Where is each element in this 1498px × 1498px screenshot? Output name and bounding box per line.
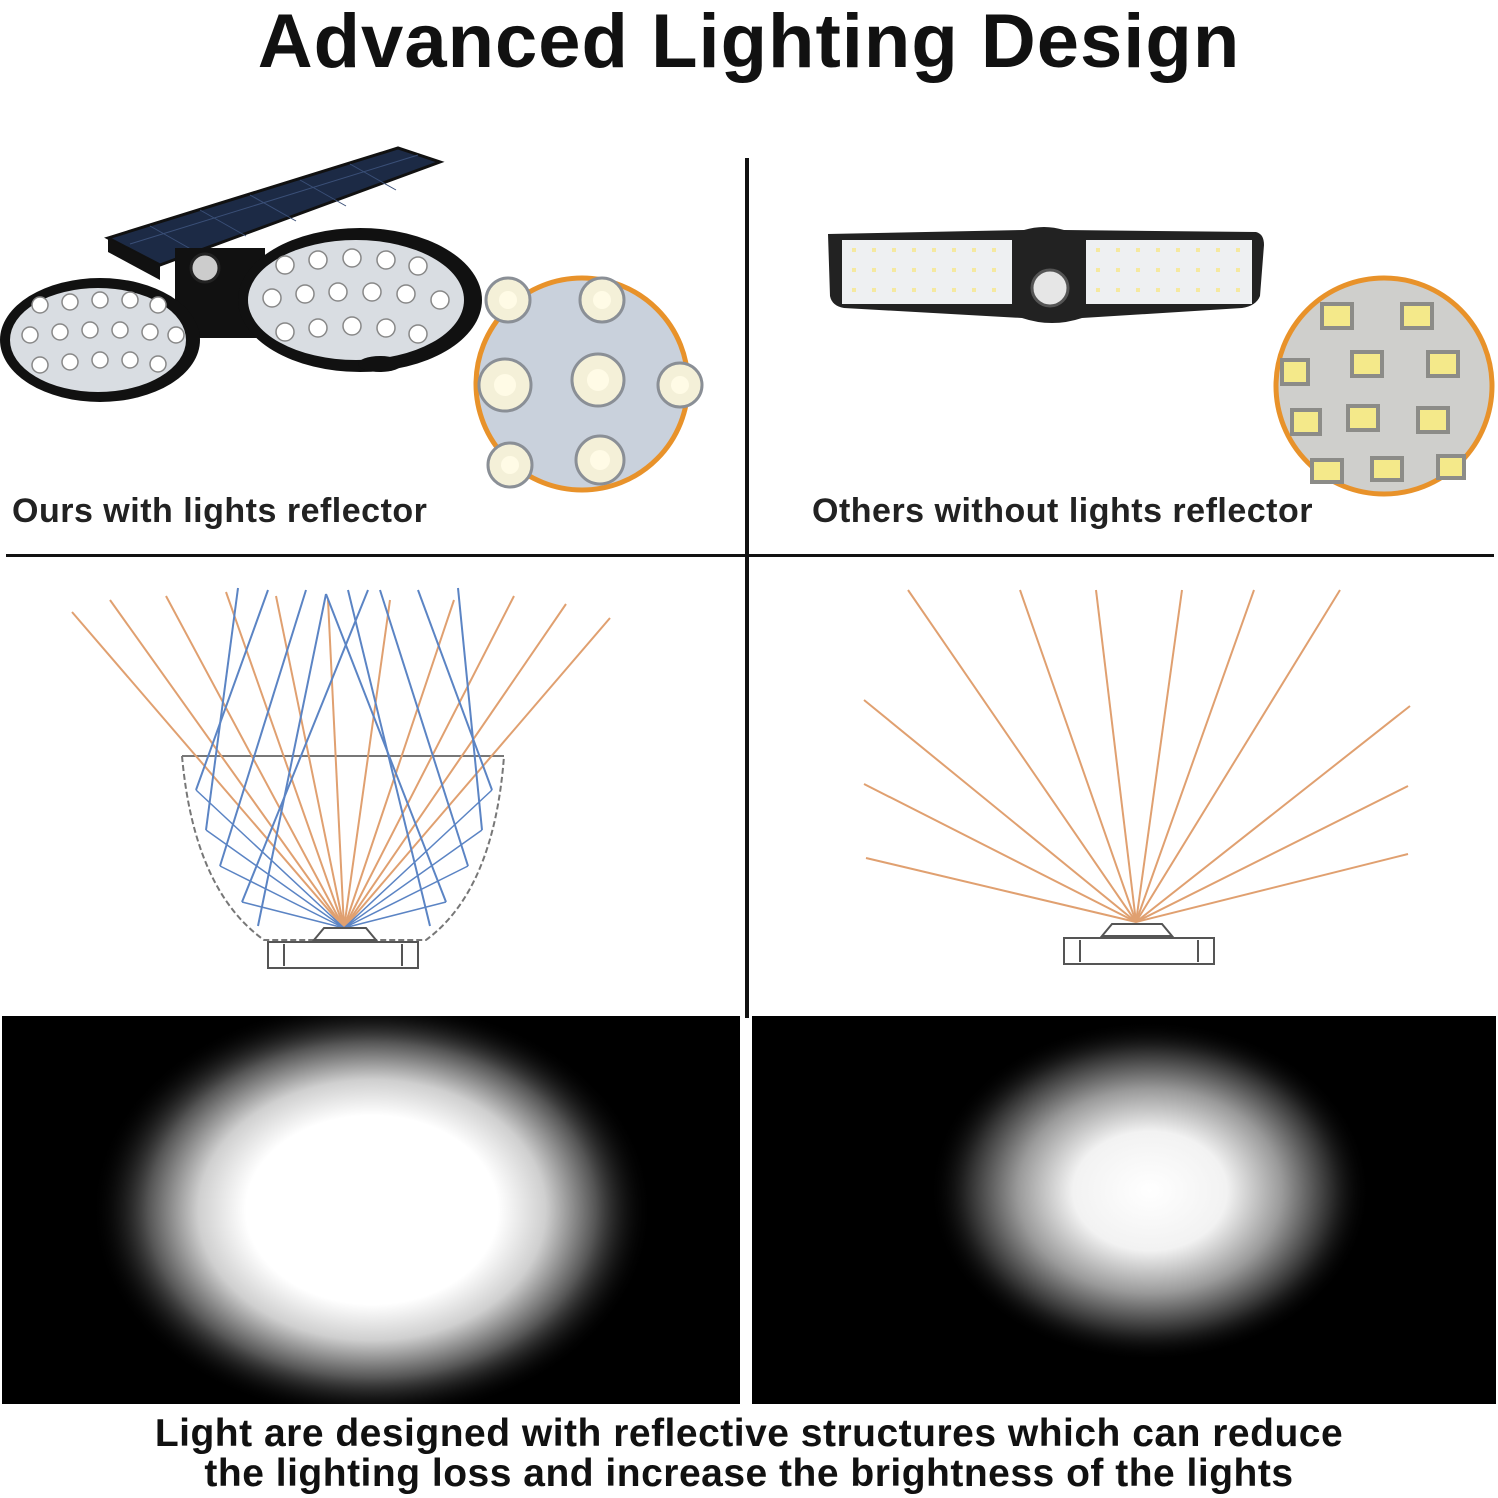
reflected-ray [241, 589, 369, 903]
page-title: Advanced Lighting Design [257, 0, 1241, 84]
reflected-ray [205, 829, 345, 929]
direct-ray [327, 599, 345, 929]
direct-ray [863, 699, 1137, 923]
direct-ray [1095, 589, 1137, 923]
reflected-ray [195, 589, 269, 791]
direct-ray [109, 599, 345, 929]
reflected-ray [379, 589, 469, 867]
direct-ray [1135, 589, 1341, 923]
reflected-ray [219, 589, 307, 867]
reflected-ray [205, 587, 239, 831]
direct-ray [225, 591, 345, 929]
direct-ray [863, 783, 1137, 923]
direct-ray [1135, 705, 1411, 923]
direct-ray [907, 589, 1137, 923]
horizontal-divider [6, 554, 1494, 557]
direct-ray [1135, 589, 1183, 923]
reflected-ray [343, 789, 493, 929]
led-base [267, 941, 419, 969]
direct-ray [165, 595, 345, 929]
ours-label: Ours with lights reflector [12, 492, 428, 530]
reflected-ray [343, 865, 469, 929]
ours-product-image [0, 140, 740, 500]
caption-line-1: Light are designed with reflective struc… [154, 1412, 1344, 1455]
caption-line-2: the lighting loss and increase the brigh… [204, 1452, 1294, 1495]
direct-ray [1135, 589, 1255, 923]
direct-ray [865, 857, 1137, 923]
no-reflector-ray-diagram [752, 560, 1494, 1012]
reflected-ray [417, 589, 493, 791]
led-base [1063, 937, 1215, 965]
direct-ray [1019, 589, 1137, 923]
direct-ray [343, 595, 515, 929]
direct-ray [71, 611, 345, 929]
led-chip [311, 927, 379, 941]
reflected-ray [347, 589, 431, 927]
reflected-ray [257, 593, 327, 927]
reflected-ray [219, 865, 345, 929]
led-chip [1099, 923, 1175, 937]
reflector-cup [180, 755, 506, 941]
reflected-ray [343, 901, 447, 929]
reflector-ray-diagram [6, 560, 742, 1012]
reflected-ray [241, 901, 345, 929]
direct-ray [1135, 785, 1409, 923]
others-light-spot [752, 1016, 1496, 1404]
direct-ray [1135, 853, 1409, 923]
bottom-caption: Light are designed with reflective struc… [0, 1414, 1498, 1494]
direct-ray [343, 599, 455, 929]
reflected-ray [457, 587, 483, 831]
reflected-ray [343, 829, 483, 929]
direct-ray [343, 599, 391, 929]
vertical-divider [745, 158, 749, 1018]
others-label: Others without lights reflector [812, 492, 1313, 530]
others-product-image [752, 200, 1496, 500]
direct-ray [343, 603, 567, 929]
ours-light-spot [2, 1016, 740, 1404]
reflected-ray [195, 789, 345, 929]
